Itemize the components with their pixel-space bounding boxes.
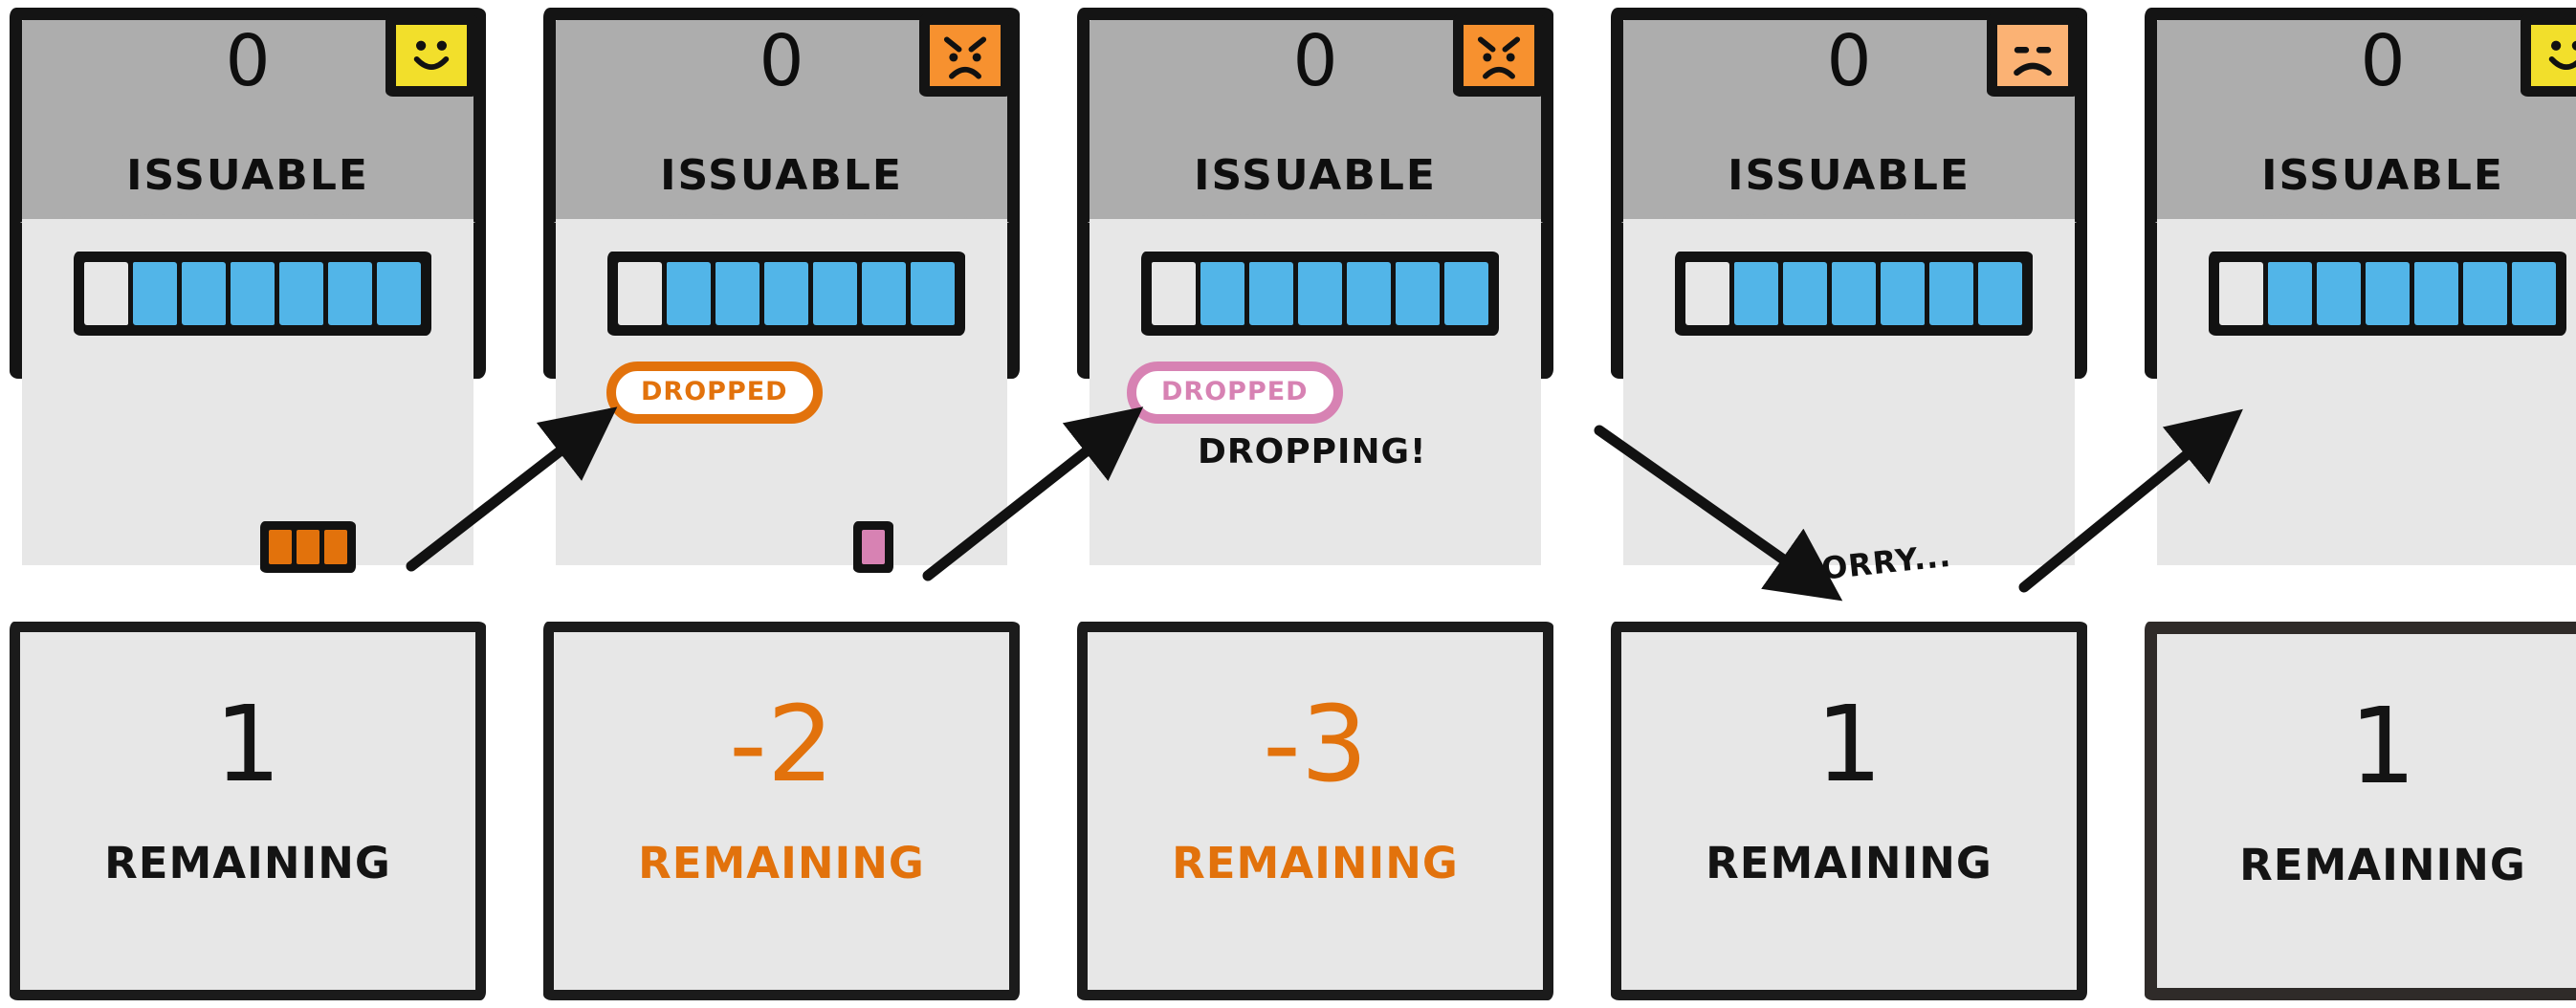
token-cell [2366, 262, 2410, 325]
token-bar[interactable] [74, 252, 431, 336]
orange-token [297, 530, 319, 564]
issuable-label: ISSUABLE [126, 151, 369, 200]
card-header: 0 ISSUABLE [20, 14, 477, 223]
token-cell [133, 262, 177, 325]
token-cell [862, 262, 906, 325]
pink-token-group [853, 521, 893, 573]
token-cell [279, 262, 323, 325]
token-cell [2268, 262, 2312, 325]
issuable-label: ISSUABLE [2261, 151, 2504, 200]
token-cell [1396, 262, 1440, 325]
token-cell-empty [618, 262, 662, 325]
token-cell [182, 262, 226, 325]
issuable-count: 0 [1826, 20, 1872, 102]
remaining-card-1[interactable]: 1 REMAINING [10, 622, 486, 1000]
issuable-card-3[interactable]: 0 ISSUABLE [1077, 8, 1553, 565]
remaining-label: REMAINING [638, 838, 925, 888]
remaining-label: REMAINING [1172, 838, 1459, 888]
issuable-count: 0 [225, 20, 271, 102]
card-header: 0 ISSUABLE [1621, 14, 2079, 223]
issuable-label: ISSUABLE [1194, 151, 1437, 200]
card-header: 0 ISSUABLE [2155, 14, 2576, 223]
remaining-value: 1 [1816, 683, 1882, 805]
dropped-badge-orange: DROPPED [606, 362, 823, 424]
token-cell [2512, 262, 2556, 325]
angry-face-icon [919, 14, 1011, 97]
token-cell [328, 262, 372, 325]
card-header: 0 ISSUABLE [554, 14, 1011, 223]
token-cell [813, 262, 857, 325]
pink-token [862, 530, 885, 564]
remaining-card-2[interactable]: -2 REMAINING [543, 622, 1020, 1000]
remaining-card-5[interactable]: 1 REMAINING [2145, 622, 2576, 1000]
remaining-label: REMAINING [2239, 840, 2526, 890]
token-cell [2317, 262, 2361, 325]
token-bar[interactable] [1675, 252, 2033, 336]
token-cell [1200, 262, 1244, 325]
token-cell-empty [1152, 262, 1196, 325]
card-header: 0 ISSUABLE [1088, 14, 1545, 223]
remaining-value: -3 [1263, 683, 1368, 805]
issuable-count: 0 [759, 20, 804, 102]
token-cell [1249, 262, 1293, 325]
orange-token [324, 530, 347, 564]
remaining-value: -2 [729, 683, 834, 805]
token-cell-empty [1685, 262, 1729, 325]
orange-token [269, 530, 292, 564]
remaining-card-4[interactable]: 1 REMAINING [1611, 622, 2087, 1000]
token-cell [231, 262, 275, 325]
token-cell [1929, 262, 1973, 325]
issuable-card-1[interactable]: 0 ISSUABLE [10, 8, 486, 565]
neutral-sad-face-icon [1987, 14, 2079, 97]
token-cell-empty [2219, 262, 2263, 325]
token-cell [1978, 262, 2022, 325]
remaining-label: REMAINING [104, 838, 391, 888]
smiley-face-icon [385, 14, 477, 97]
dropping-annotation: DROPPING! [1198, 432, 1427, 471]
smiley-face-icon [2521, 14, 2576, 97]
token-cell [716, 262, 760, 325]
remaining-value: 1 [2349, 685, 2416, 807]
token-bar[interactable] [607, 252, 965, 336]
token-cell [377, 262, 421, 325]
issuable-card-2[interactable]: 0 ISSUABLE [543, 8, 1020, 565]
token-cell-empty [84, 262, 128, 325]
issuable-label: ISSUABLE [1728, 151, 1971, 200]
card-body [22, 219, 473, 565]
remaining-value: 1 [214, 683, 281, 805]
remaining-card-3[interactable]: -3 REMAINING [1077, 622, 1553, 1000]
issuable-count: 0 [1292, 20, 1338, 102]
issuable-card-4[interactable]: 0 ISSUABLE [1611, 8, 2087, 565]
token-cell [2414, 262, 2458, 325]
issuable-count: 0 [2360, 20, 2406, 102]
dropped-badge-pink: DROPPED [1127, 362, 1343, 424]
card-body [1623, 219, 2075, 565]
token-cell [1881, 262, 1925, 325]
token-cell [1347, 262, 1391, 325]
remaining-label: REMAINING [1706, 838, 1993, 888]
issuable-card-5[interactable]: 0 ISSUABLE [2145, 8, 2576, 565]
token-cell [764, 262, 808, 325]
orange-token-group [260, 521, 356, 573]
token-cell [1832, 262, 1876, 325]
token-cell [1783, 262, 1827, 325]
angry-face-icon [1453, 14, 1545, 97]
token-cell [667, 262, 711, 325]
card-body [2157, 219, 2576, 565]
token-bar[interactable] [2209, 252, 2566, 336]
token-bar[interactable] [1141, 252, 1499, 336]
token-cell [911, 262, 955, 325]
token-cell [1444, 262, 1488, 325]
issuable-label: ISSUABLE [660, 151, 903, 200]
token-cell [1734, 262, 1778, 325]
token-cell [1298, 262, 1342, 325]
token-cell [2463, 262, 2507, 325]
